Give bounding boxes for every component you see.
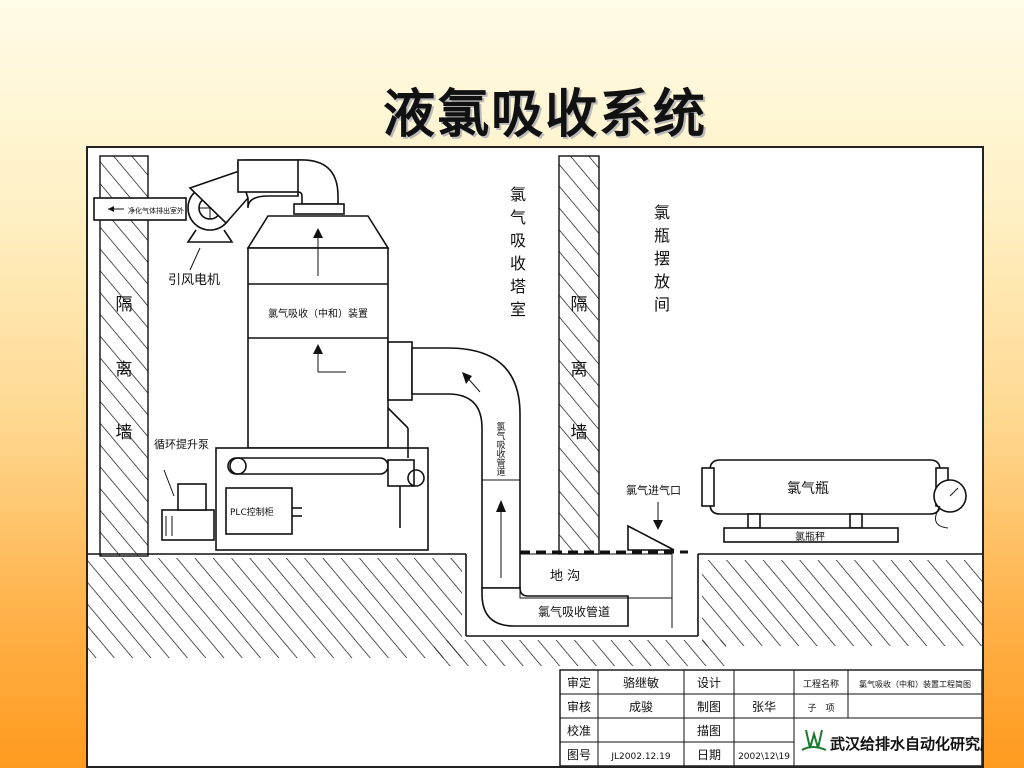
svg-text:工程名称: 工程名称 <box>803 678 839 690</box>
svg-text:管: 管 <box>496 457 505 469</box>
svg-text:氯: 氯 <box>510 185 526 204</box>
pump-label: 循环提升泵 <box>154 438 209 451</box>
trench-label: 地 沟 <box>550 569 580 584</box>
svg-text:收: 收 <box>510 254 526 273</box>
svg-text:摆: 摆 <box>654 249 670 268</box>
svg-text:张华: 张华 <box>752 700 776 714</box>
fan-motor-leader <box>189 247 201 271</box>
absorption-tower <box>246 215 390 449</box>
right-wall-label: 隔 离 墙 <box>571 295 588 443</box>
svg-text:隔: 隔 <box>116 295 133 315</box>
vertical-pipe-label: 氯 气 吸 收 管 道 <box>496 421 505 478</box>
svg-text:2002\12\19: 2002\12\19 <box>738 752 790 762</box>
svg-text:气: 气 <box>510 208 526 227</box>
exhaust-duct: 净化气体排出室外 <box>93 197 187 221</box>
scale-label: 氯瓶秤 <box>795 530 825 543</box>
svg-text:瓶: 瓶 <box>654 226 670 245</box>
plc-label: PLC控制柜 <box>230 506 274 518</box>
right-wall <box>558 155 600 555</box>
svg-text:离: 离 <box>571 360 588 380</box>
trench-pipe-label: 氯气吸收管道 <box>538 604 610 619</box>
institute-name: 武汉给排水自动化研究所 <box>830 735 982 753</box>
svg-text:JL2002.12.19: JL2002.12.19 <box>610 752 670 762</box>
fan-motor-label: 引风电机 <box>168 273 220 288</box>
svg-text:成骏: 成骏 <box>629 700 653 714</box>
svg-text:道: 道 <box>496 466 505 478</box>
svg-text:墙: 墙 <box>571 423 588 443</box>
left-wall <box>99 155 149 557</box>
svg-text:放: 放 <box>654 272 670 291</box>
induced-draft-fan <box>186 159 345 243</box>
svg-text:制图: 制图 <box>697 700 721 714</box>
svg-text:审核: 审核 <box>567 699 591 714</box>
svg-text:净化气体排出室外: 净化气体排出室外 <box>128 206 184 215</box>
cylinder-label: 氯气瓶 <box>787 481 829 497</box>
svg-text:日期: 日期 <box>697 748 721 762</box>
absorption-device-label: 氯气吸收（中和）装置 <box>268 307 368 320</box>
svg-text:隔: 隔 <box>571 295 588 315</box>
circulation-pump <box>161 483 215 541</box>
svg-text:氯: 氯 <box>496 421 505 433</box>
svg-text:子 项: 子 项 <box>807 703 834 714</box>
left-wall-label: 隔 离 墙 <box>116 295 133 443</box>
tower-room-label: 氯 气 吸 收 塔 室 <box>510 185 526 319</box>
bottle-room-label: 氯 瓶 摆 放 间 <box>654 203 670 314</box>
trench <box>519 550 688 628</box>
svg-text:间: 间 <box>654 295 670 314</box>
svg-text:图号: 图号 <box>567 748 591 762</box>
page-title: 液氯吸收系统 <box>382 84 707 145</box>
svg-text:氯: 氯 <box>654 203 670 222</box>
svg-text:审定: 审定 <box>567 675 591 690</box>
svg-text:塔: 塔 <box>510 277 526 296</box>
pump-leader <box>163 469 175 497</box>
svg-text:吸: 吸 <box>510 231 526 250</box>
svg-text:校准: 校准 <box>567 723 591 738</box>
svg-text:离: 离 <box>116 360 133 380</box>
engineering-drawing: 隔 离 墙 隔 离 墙 氯 气 吸 收 塔 室 氯 瓶 摆 放 间 净化气体排出… <box>86 146 984 768</box>
inlet-label: 氯气进气口 <box>626 483 681 497</box>
svg-text:墙: 墙 <box>116 423 133 443</box>
title-block: 审定 骆继敏 设计 审核 成骏 制图 张华 校准 描图 图号 JL2002.12… <box>559 669 982 766</box>
ground-left <box>88 553 982 666</box>
svg-text:气: 气 <box>496 430 505 442</box>
gas-inlet <box>627 502 675 551</box>
svg-text:室: 室 <box>510 300 526 319</box>
circulation-tank <box>215 407 429 551</box>
system-diagram-svg: 隔 离 墙 隔 离 墙 氯 气 吸 收 塔 室 氯 瓶 摆 放 间 净化气体排出… <box>88 155 982 766</box>
svg-text:骆继敏: 骆继敏 <box>623 675 659 690</box>
chlorine-cylinder <box>701 459 967 543</box>
svg-text:吸: 吸 <box>496 440 505 451</box>
plc-cabinet <box>225 487 302 535</box>
svg-text:收: 收 <box>496 448 505 460</box>
svg-text:描图: 描图 <box>697 724 721 738</box>
svg-text:氯气吸收（中和）装置工程简图: 氯气吸收（中和）装置工程简图 <box>859 679 971 689</box>
institute-logo <box>801 729 827 751</box>
svg-text:设计: 设计 <box>697 676 721 690</box>
